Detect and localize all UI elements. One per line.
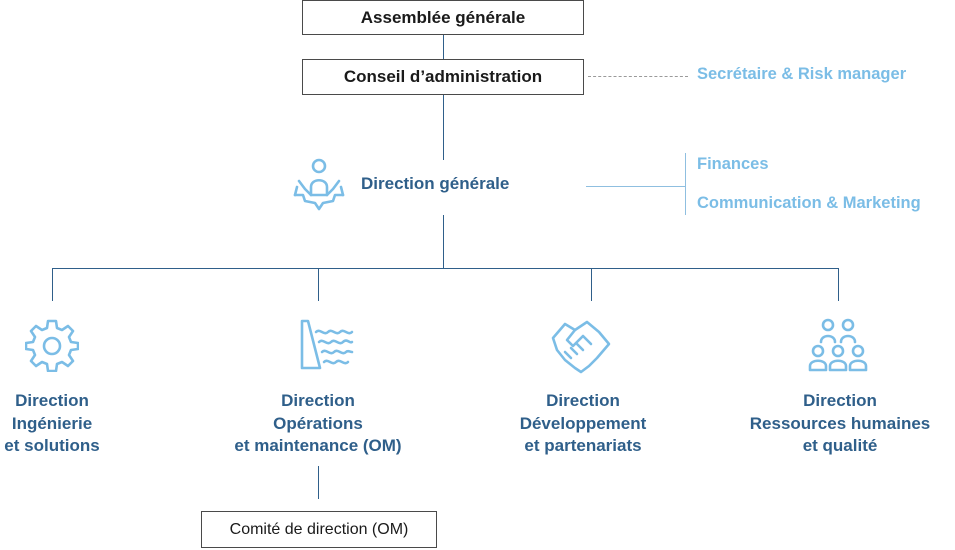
direction-developpement-line3: et partenariats [524, 436, 642, 455]
connector-conseil-direction [443, 95, 444, 160]
connector-direction-branches [443, 215, 444, 269]
connector-assemblee-conseil [443, 35, 444, 60]
conseil-administration-box: Conseil d’administration [302, 59, 584, 95]
connector-staff-vertical [685, 153, 686, 215]
assemblee-generale-box: Assemblée générale [302, 0, 584, 35]
direction-operations-label: Direction Opérations et maintenance (OM) [193, 390, 443, 458]
connector-branch-2 [318, 268, 319, 301]
people-group-icon [808, 318, 868, 374]
comite-direction-box: Comité de direction (OM) [201, 511, 437, 548]
direction-ingenierie-line1: Direction [15, 391, 89, 410]
direction-ingenierie-line3: et solutions [4, 436, 100, 455]
direction-developpement-line2: Développement [519, 413, 647, 433]
direction-rh-line1: Direction [803, 391, 877, 410]
direction-generale-label: Direction générale [361, 174, 510, 193]
connector-branch-3 [591, 268, 592, 301]
connector-branches-horizontal [52, 268, 838, 269]
gear-icon [25, 318, 79, 372]
direction-operations-line1: Direction [281, 391, 355, 410]
direction-ingenierie-line2: Ingénierie [11, 413, 93, 433]
direction-developpement-line1: Direction [546, 391, 620, 410]
direction-ingenierie-label: Direction Ingénierie et solutions [0, 390, 177, 458]
direction-operations-line3: et maintenance (OM) [234, 436, 402, 455]
handshake-icon [551, 316, 611, 374]
direction-developpement-label: Direction Développement et partenariats [458, 390, 708, 458]
water-dam-icon [298, 318, 354, 372]
communication-label: Communication & Marketing [697, 194, 921, 212]
connector-om-comite [318, 466, 319, 499]
connector-staff-horizontal [586, 186, 686, 187]
connector-secretaire-dashed [588, 76, 688, 77]
direction-rh-label: Direction Ressources humaines et qualité [715, 390, 955, 458]
executive-leader-icon [291, 157, 347, 215]
connector-branch-4 [838, 268, 839, 301]
direction-rh-line3: et qualité [802, 436, 878, 455]
direction-rh-line2: Ressources humaines [749, 413, 931, 433]
finances-label: Finances [697, 155, 769, 173]
connector-branch-1 [52, 268, 53, 301]
secretaire-label: Secrétaire & Risk manager [697, 65, 907, 83]
direction-operations-line2: Opérations [273, 413, 363, 433]
